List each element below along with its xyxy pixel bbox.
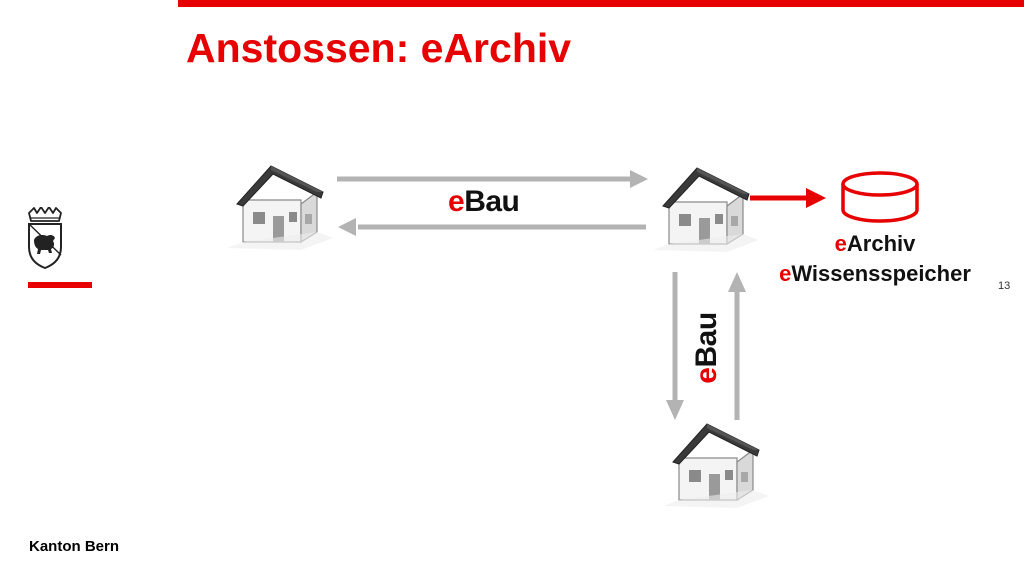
house-icon [652,167,760,253]
house-icon [662,423,770,509]
slide-title: Anstossen: eArchiv [186,25,572,71]
top-accent-bar [178,0,1024,7]
house-icon [226,165,334,251]
arrow-right [337,170,648,188]
page-number: 13 [998,280,1011,292]
ebau-label-horizontal: eBau [448,185,520,218]
ebau-label-vertical: eBau [690,312,723,384]
database-icon [841,171,919,223]
earchiv-label: eArchiv [834,231,916,256]
arrow-to-archive [750,188,826,208]
arrow-down [666,272,684,420]
arrow-left [338,218,646,236]
logo-accent-bar [28,282,92,288]
arrow-up [728,272,746,420]
bern-coat-of-arms-icon [25,206,65,270]
ewissensspeicher-label: eWissensspeicher [779,261,971,286]
footer-text: Kanton Bern [29,538,119,555]
